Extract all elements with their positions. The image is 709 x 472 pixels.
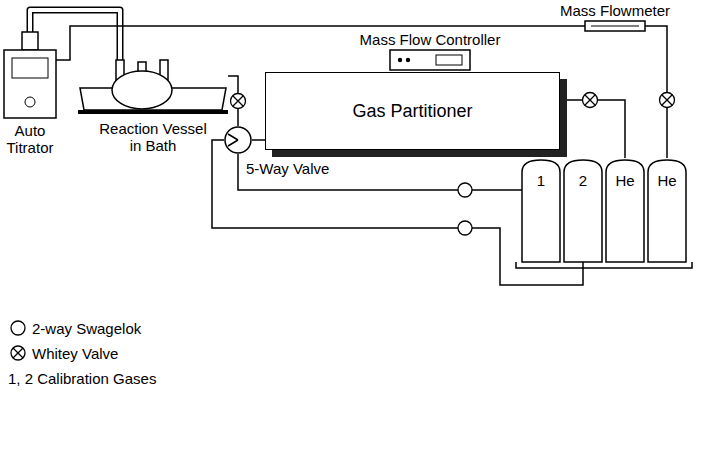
whitey-valve: [660, 93, 675, 108]
whitey-cross: [233, 96, 243, 106]
legend-text: 2-way Swagelok: [32, 320, 141, 337]
label-slot: 5-Way Valve: [246, 160, 329, 177]
gas-cylinder: He: [648, 158, 686, 262]
valve-body: [225, 127, 251, 153]
cylinder-outline: [564, 160, 602, 262]
mfc-outline: [390, 50, 470, 70]
reaction-vessel: Reaction Vessel in Bath: [78, 60, 228, 116]
whitey-cross: [662, 95, 672, 105]
node-label: Reaction Vessel in Bath: [98, 120, 208, 154]
bath-base: [78, 110, 228, 114]
cylinder-outline: [522, 160, 560, 262]
cylinder-label: He: [615, 172, 634, 189]
whitey-valve: [231, 94, 246, 109]
meter-body: [585, 21, 645, 31]
controller-dot: [406, 58, 410, 62]
node-label: Auto Titrator: [0, 122, 60, 156]
gas-line: [56, 26, 585, 60]
line-path: [645, 26, 667, 158]
swagelok-legend-symbol: [11, 321, 25, 335]
label-slot: Mass Flowmeter: [550, 2, 680, 19]
gas-line: [252, 140, 265, 141]
rack-line: [516, 262, 692, 268]
node-label: Gas Partitioner: [352, 101, 472, 122]
whitey-legend-symbol: [11, 346, 25, 360]
whitey-symbol: [11, 346, 25, 360]
gas-line: [238, 154, 522, 197]
whitey-cross: [13, 348, 23, 358]
titrator-knob: [25, 97, 35, 107]
label-slot: Auto Titrator: [0, 122, 60, 156]
node-label: 5-Way Valve: [246, 160, 329, 177]
swagelok-fitting: [458, 221, 472, 235]
controller-body: [390, 50, 470, 70]
gas-line: [212, 140, 583, 285]
partitioner-box: Gas Partitioner: [265, 72, 560, 150]
swagelok-symbol: [11, 321, 25, 335]
label-slot: Mass Flow Controller: [345, 31, 515, 48]
cylinder-label: He: [657, 172, 676, 189]
legend-text: 1, 2 Calibration Gases: [8, 370, 156, 387]
titrator-device: Auto Titrator: [4, 32, 56, 118]
flow-controller-box: Mass Flow Controller: [390, 50, 470, 70]
line-path: [238, 154, 522, 190]
vessel-outline: [78, 60, 228, 116]
swagelok-fitting: [458, 183, 472, 197]
cylinder-rack: [516, 262, 692, 268]
node-label: Mass Flowmeter: [550, 2, 680, 19]
gas-cylinder: 2: [564, 158, 602, 262]
flowmeter-box: Mass Flowmeter: [585, 21, 645, 31]
cylinder-outline: [648, 160, 686, 262]
cylinder-label: 1: [537, 172, 545, 189]
controller-dot: [398, 58, 402, 62]
whitey-valve: [583, 93, 598, 108]
whitey-circle: [231, 94, 246, 109]
whitey-cross: [585, 95, 595, 105]
valve-port: [228, 134, 238, 146]
gas-line: [645, 26, 675, 158]
gas-line: [560, 93, 625, 159]
whitey-circle: [583, 93, 598, 108]
titrator-body: [4, 50, 56, 118]
label-slot: Reaction Vessel in Bath: [98, 120, 208, 154]
legend-text: Whitey Valve: [32, 345, 118, 362]
line-path: [212, 140, 583, 285]
line-path: [252, 139, 265, 141]
line-path: [560, 100, 625, 158]
meter-outline: [585, 21, 645, 31]
whitey-circle: [660, 93, 675, 108]
five-way-valve: 5-Way Valve: [224, 126, 252, 154]
cylinder-outline: [606, 160, 644, 262]
node-label: Mass Flow Controller: [345, 31, 515, 48]
controller-display: [436, 55, 462, 65]
gas-cylinder: 1: [522, 158, 560, 262]
titrator-outline: [4, 32, 56, 118]
gas-line: [228, 76, 246, 126]
gas-cylinder: He: [606, 158, 644, 262]
line-path: [56, 26, 585, 60]
titrator-head: [22, 32, 38, 50]
valve5-outline: [224, 126, 252, 154]
flask-body: [112, 71, 172, 109]
meter-tube: [591, 26, 639, 27]
cylinder-label: 2: [579, 172, 587, 189]
titrator-display: [12, 58, 48, 78]
